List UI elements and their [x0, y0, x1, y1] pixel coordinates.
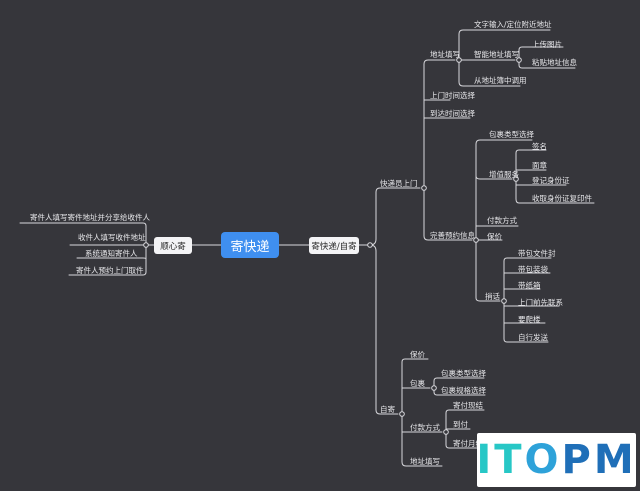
node-self-payment[interactable]: 付款方式 — [410, 423, 440, 432]
va-register-id[interactable]: 登记身份证 — [532, 176, 570, 185]
node-express-self[interactable]: 寄快递/自寄 — [309, 237, 359, 254]
msg-climb-stairs[interactable]: 要爬楼 — [518, 315, 541, 324]
va-stamp[interactable]: 面章 — [532, 161, 547, 170]
node-pickup-time[interactable]: 上门时间选择 — [430, 91, 475, 100]
self-address[interactable]: 地址填写 — [410, 457, 440, 466]
node-self-package[interactable]: 包裹 — [410, 379, 425, 388]
booking-insurance[interactable]: 保价 — [487, 232, 502, 241]
smart-paste-address[interactable]: 粘贴地址信息 — [532, 58, 577, 67]
booking-package-type[interactable]: 包裹类型选择 — [489, 130, 534, 139]
pay-cash[interactable]: 寄付现结 — [453, 401, 483, 410]
self-insurance[interactable]: 保价 — [410, 350, 425, 359]
msg-packaging-bag[interactable]: 带包装袋 — [518, 265, 548, 274]
node-delivery-msg[interactable]: 捎话 — [485, 292, 500, 301]
node-arrival-time[interactable]: 到达时间选择 — [430, 109, 475, 118]
self-package-type[interactable]: 包裹类型选择 — [441, 369, 486, 378]
address-book[interactable]: 从地址簿中调用 — [474, 76, 527, 85]
node-shunxinji[interactable]: 顺心寄 — [154, 237, 192, 254]
self-package-size[interactable]: 包裹规格选择 — [441, 386, 486, 395]
left-item-4[interactable]: 寄件人预约上门取件 — [76, 266, 144, 275]
va-signature[interactable]: 签名 — [532, 142, 547, 151]
msg-file-envelope[interactable]: 带包文件封 — [518, 249, 556, 258]
address-text-input[interactable]: 文字输入/定位附近地址 — [474, 20, 552, 29]
msg-self-send[interactable]: 自行发送 — [518, 333, 548, 342]
msg-contact-first[interactable]: 上门前先联系 — [518, 298, 563, 307]
left-item-3[interactable]: 系统通知寄件人 — [85, 249, 138, 258]
node-self-send[interactable]: 自寄 — [380, 405, 395, 414]
node-address-fill[interactable]: 地址填写 — [430, 50, 460, 59]
va-id-copy[interactable]: 收取身份证复印件 — [532, 194, 592, 203]
left-item-2[interactable]: 收件人填写收件地址 — [78, 233, 146, 242]
smart-upload-image[interactable]: 上传图片 — [532, 40, 562, 49]
pay-collect[interactable]: 到付 — [453, 420, 468, 429]
logo-text-3: PM — [561, 437, 637, 483]
left-item-1[interactable]: 寄件人填写寄件地址并分享给收件人 — [30, 213, 150, 222]
booking-payment[interactable]: 付款方式 — [487, 216, 517, 225]
logo-text-2: O — [524, 437, 562, 483]
pay-monthly[interactable]: 寄付月结 — [453, 439, 483, 448]
node-booking-info[interactable]: 完善预约信息 — [430, 231, 475, 240]
root-node[interactable]: 寄快递 — [221, 232, 279, 258]
node-value-added[interactable]: 增值服务 — [489, 170, 519, 179]
address-smart[interactable]: 智能地址填写 — [474, 50, 519, 59]
logo-text-1: IT — [476, 437, 525, 483]
node-courier[interactable]: 快递员上门 — [380, 179, 418, 188]
msg-carton[interactable]: 带纸箱 — [518, 281, 541, 290]
